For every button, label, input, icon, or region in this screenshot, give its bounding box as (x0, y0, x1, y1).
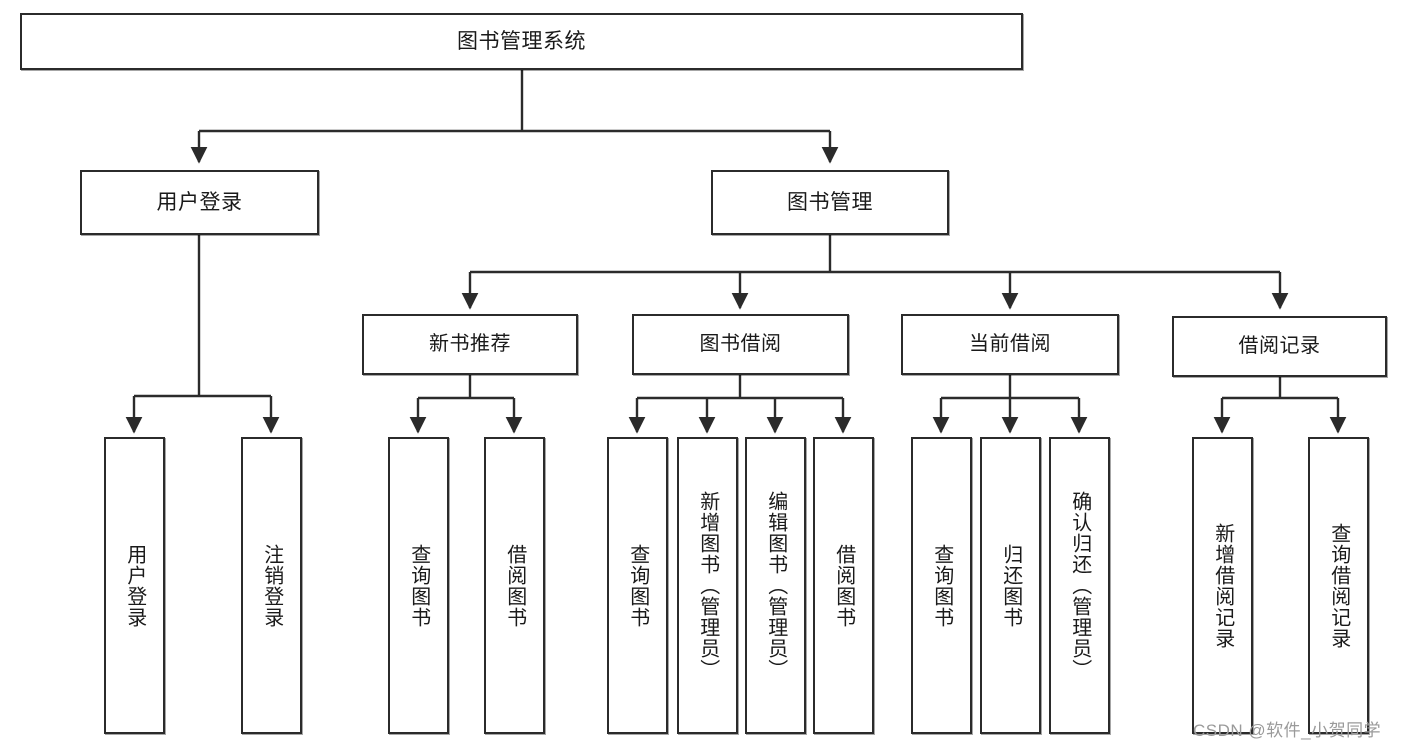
leaf-cur-query[interactable]: 查询图书 (911, 437, 972, 734)
node-current-borrow[interactable]: 当前借阅 (901, 314, 1119, 375)
leaf-cur-return[interactable]: 归还图书 (980, 437, 1041, 734)
leaf-record-add[interactable]: 新增借阅记录 (1192, 437, 1253, 734)
leaf-cur-return-label: 归还图书 (999, 543, 1022, 628)
node-user-login[interactable]: 用户登录 (80, 170, 319, 235)
leaf-user-logout-label: 注销登录 (260, 543, 283, 628)
leaf-borrow-add-label: 新增图书（管理员） (696, 491, 719, 680)
leaf-record-add-label: 新增借阅记录 (1211, 522, 1234, 649)
leaf-borrow-query[interactable]: 查询图书 (607, 437, 668, 734)
leaf-cur-query-label: 查询图书 (930, 543, 953, 628)
leaf-rec-query[interactable]: 查询图书 (388, 437, 449, 734)
node-new-book-rec[interactable]: 新书推荐 (362, 314, 578, 375)
leaf-record-query[interactable]: 查询借阅记录 (1308, 437, 1369, 734)
node-book-manage-label: 图书管理 (787, 190, 873, 214)
node-book-manage[interactable]: 图书管理 (711, 170, 949, 235)
node-borrow-record-label: 借阅记录 (1238, 335, 1321, 358)
leaf-borrow-add[interactable]: 新增图书（管理员） (677, 437, 738, 734)
leaf-cur-confirm[interactable]: 确认归还（管理员） (1049, 437, 1110, 734)
leaf-rec-query-label: 查询图书 (407, 543, 430, 628)
leaf-borrow-lend-label: 借阅图书 (832, 543, 855, 628)
node-root[interactable]: 图书管理系统 (20, 13, 1023, 70)
leaf-user-login-label: 用户登录 (123, 543, 146, 628)
leaf-rec-borrow[interactable]: 借阅图书 (484, 437, 545, 734)
leaf-user-logout[interactable]: 注销登录 (241, 437, 302, 734)
leaf-borrow-edit[interactable]: 编辑图书（管理员） (745, 437, 806, 734)
node-borrow-record[interactable]: 借阅记录 (1172, 316, 1387, 377)
node-book-borrow[interactable]: 图书借阅 (632, 314, 849, 375)
node-new-book-rec-label: 新书推荐 (429, 333, 511, 356)
node-user-login-label: 用户登录 (156, 190, 243, 214)
leaf-borrow-lend[interactable]: 借阅图书 (813, 437, 874, 734)
leaf-borrow-query-label: 查询图书 (626, 543, 649, 628)
node-root-label: 图书管理系统 (457, 29, 586, 53)
leaf-record-query-label: 查询借阅记录 (1327, 522, 1350, 649)
leaf-borrow-edit-label: 编辑图书（管理员） (764, 491, 787, 680)
node-book-borrow-label: 图书借阅 (699, 333, 782, 356)
leaf-user-login[interactable]: 用户登录 (104, 437, 165, 734)
leaf-cur-confirm-label: 确认归还（管理员） (1068, 491, 1091, 680)
node-current-borrow-label: 当前借阅 (969, 333, 1051, 356)
leaf-rec-borrow-label: 借阅图书 (503, 543, 526, 628)
watermark: CSDN @软件_小贺同学 (1193, 721, 1382, 740)
